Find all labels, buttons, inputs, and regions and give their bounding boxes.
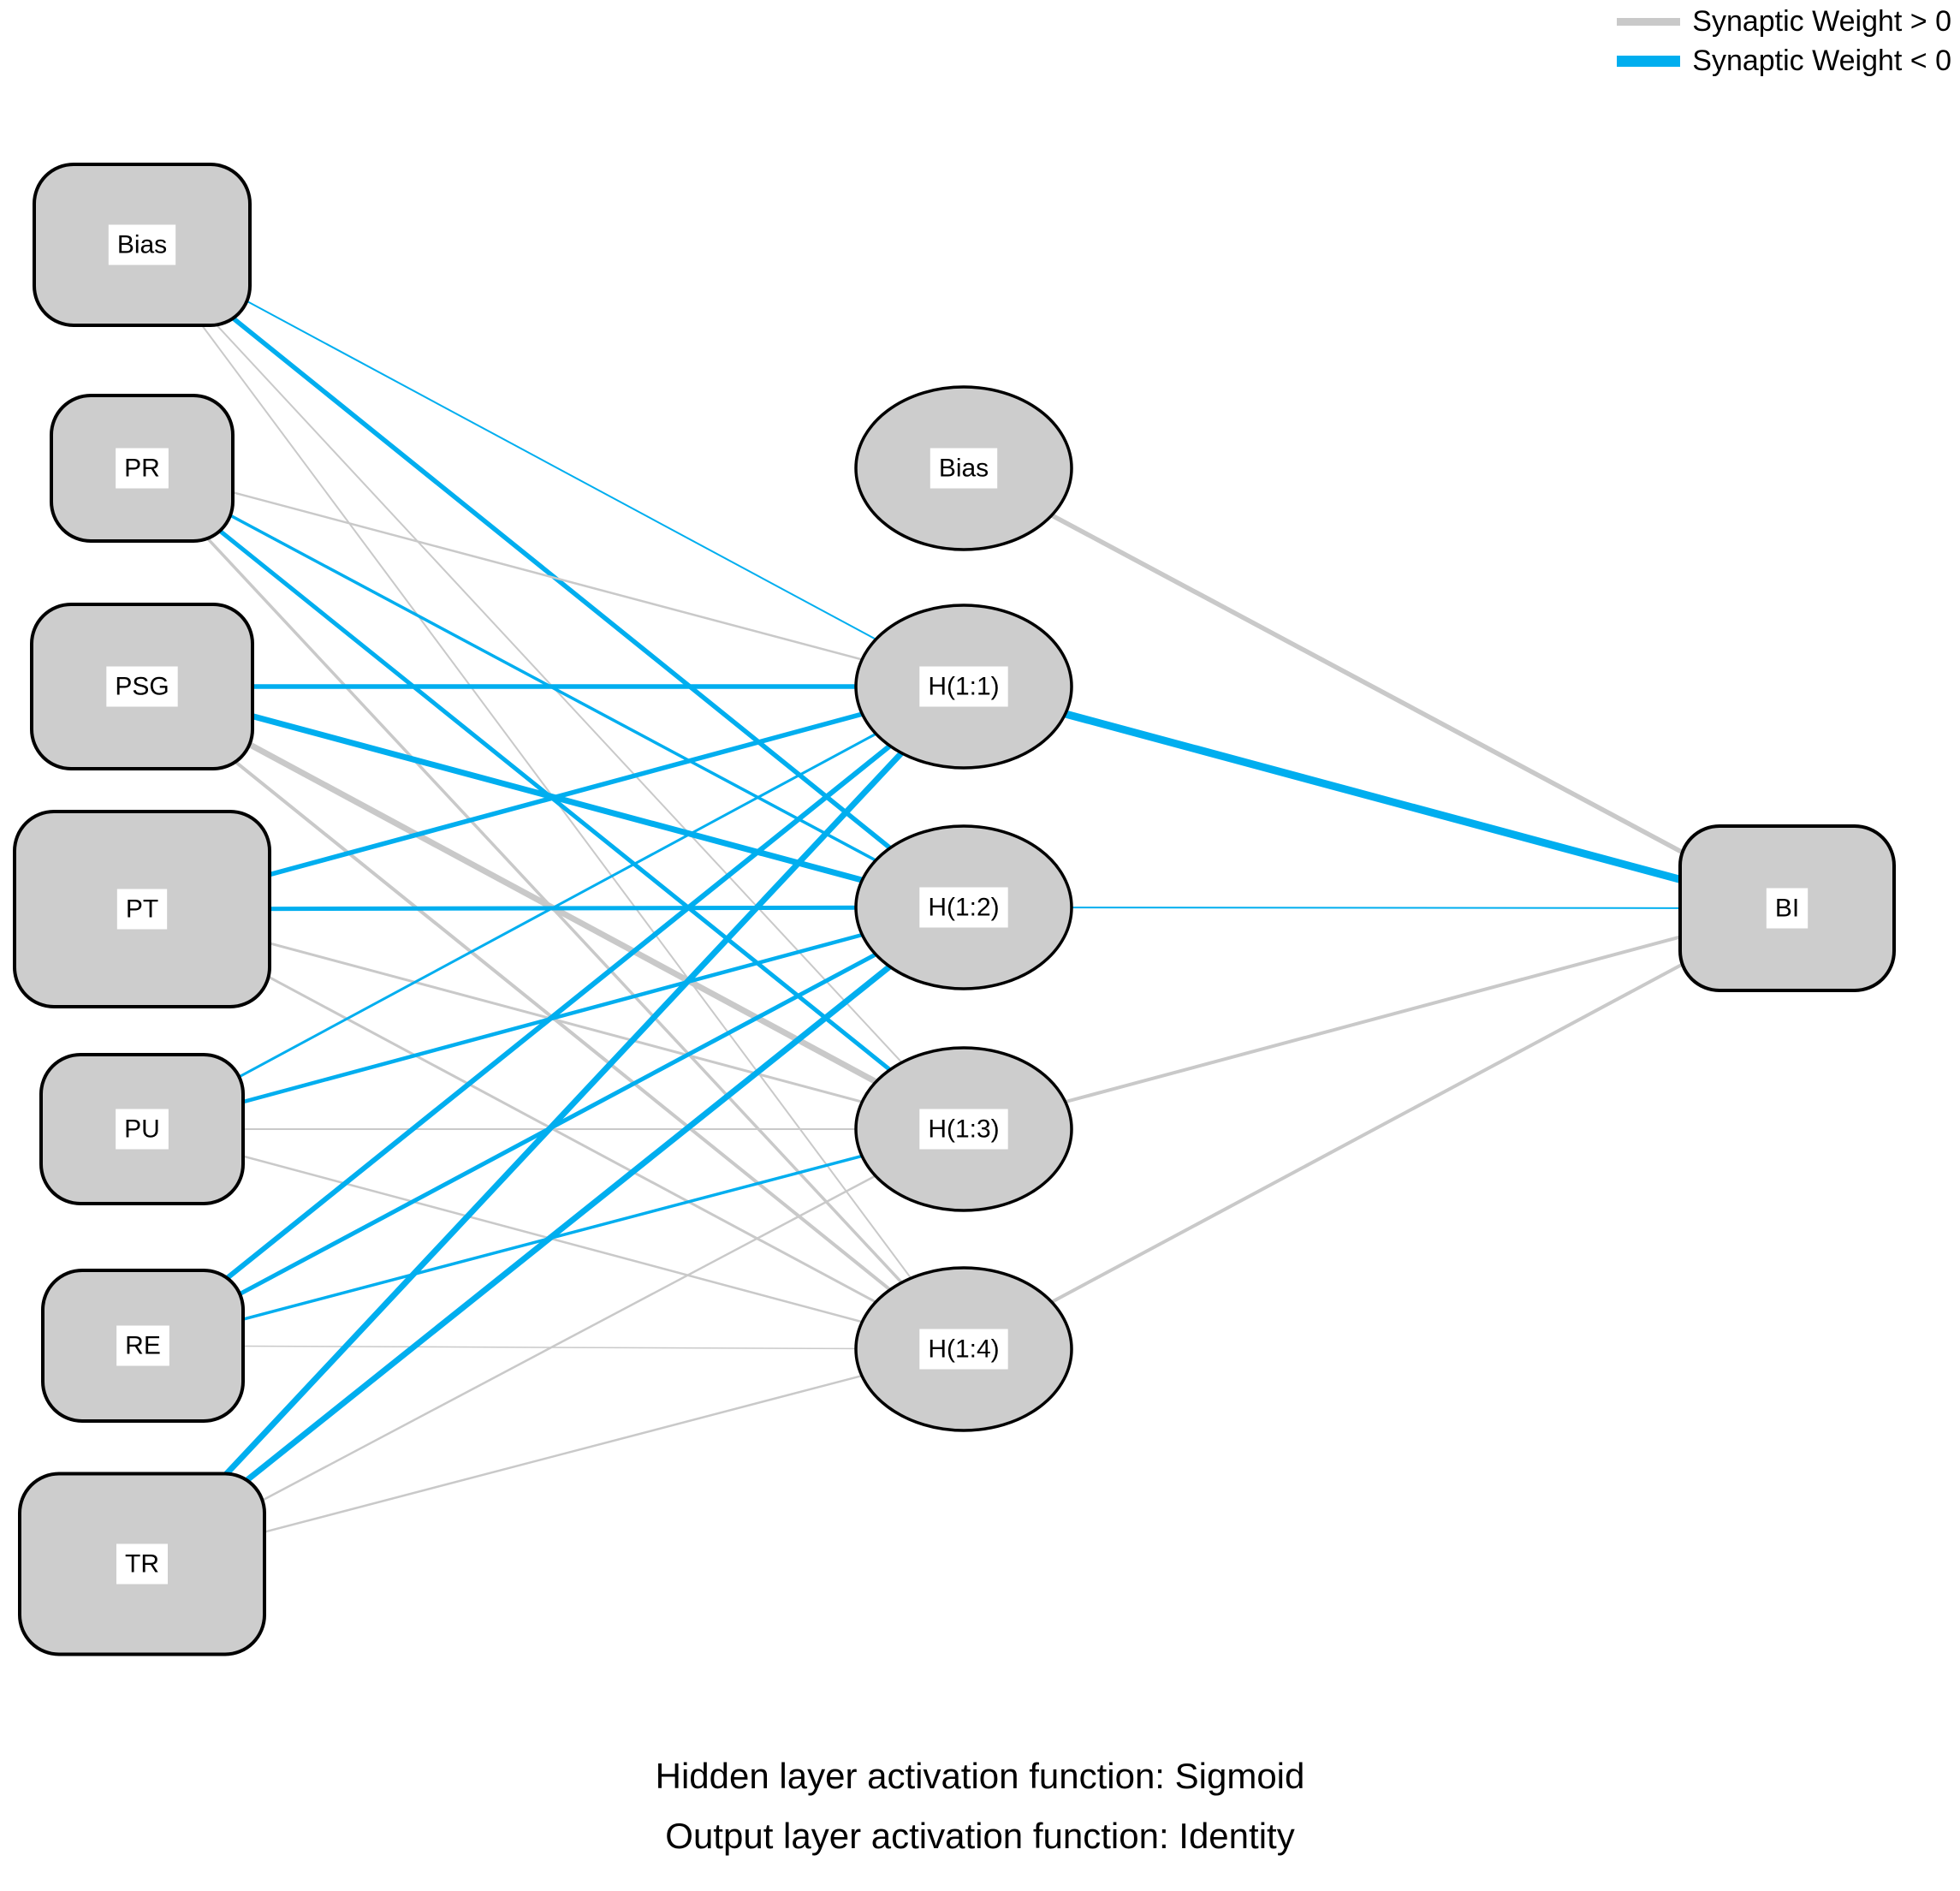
node-label-H11: H(1:1) — [928, 673, 999, 701]
node-label-bg-PU — [116, 1109, 169, 1150]
edge-H13-BI — [963, 907, 1788, 1131]
node-label-bg-TR — [116, 1543, 168, 1585]
positive-weight-swatch — [1617, 17, 1681, 26]
node-label-bg-H11 — [919, 666, 1008, 707]
edge-PR-H11 — [141, 467, 965, 688]
edge-TR-H13 — [141, 1127, 965, 1566]
node-label-H12: H(1:2) — [928, 894, 999, 922]
node-label-H14: H(1:4) — [928, 1335, 999, 1364]
node-label-PT: PT — [126, 895, 158, 924]
edge-RE-H11 — [141, 684, 965, 1348]
edge-PT-H11 — [141, 684, 965, 912]
edge-H12-BI — [963, 907, 1788, 909]
node-label-bg-H12 — [919, 887, 1008, 928]
node-label-bg-bias_in — [108, 224, 176, 265]
node-label-PSG: PSG — [115, 673, 169, 701]
edge-TR-H11 — [140, 684, 966, 1567]
edge-TR-H14 — [141, 1347, 965, 1566]
edge-PU-H11 — [141, 685, 965, 1131]
node-label-bg-PSG — [106, 666, 178, 707]
node-label-PU: PU — [124, 1115, 160, 1144]
node-label-bg-H13 — [919, 1109, 1008, 1150]
node-label-bg-H14 — [919, 1329, 1008, 1370]
edge-bias_h-BI — [962, 466, 1789, 911]
positive-weight-label: Synaptic Weight > 0 — [1692, 4, 1951, 38]
node-label-BI: BI — [1775, 895, 1799, 923]
node-label-H13: H(1:3) — [928, 1115, 999, 1144]
node-label-bg-RE — [116, 1325, 169, 1366]
node-label-bg-BI — [1766, 888, 1809, 929]
edge-bias_in-H12 — [140, 242, 965, 910]
activation-function-captions: Hidden layer activation function: Sigmoi… — [0, 1757, 1960, 1856]
legend: Synaptic Weight > 0 Synaptic Weight < 0 — [1617, 5, 1951, 77]
node-label-TR: TR — [125, 1550, 159, 1579]
node-label-bias_in: Bias — [117, 231, 167, 259]
hidden-activation-caption: Hidden layer activation function: Sigmoi… — [655, 1756, 1305, 1796]
edge-bias_in-H11 — [141, 244, 965, 687]
negative-weight-swatch — [1617, 55, 1681, 67]
edge-H11-BI — [962, 682, 1789, 913]
output-activation-caption: Output layer activation function: Identi… — [665, 1816, 1295, 1856]
node-label-bg-bias_h — [930, 448, 998, 489]
node-label-RE: RE — [125, 1332, 161, 1360]
negative-weight-label: Synaptic Weight < 0 — [1692, 44, 1951, 77]
edge-H14-BI — [963, 907, 1788, 1351]
node-label-bg-PT — [116, 889, 168, 930]
legend-row-positive: Synaptic Weight > 0 — [1617, 5, 1951, 38]
node-label-PR: PR — [124, 455, 160, 483]
edge-TR-H12 — [140, 905, 966, 1567]
node-label-bg-PR — [116, 448, 169, 489]
node-label-bias_h: Bias — [939, 455, 989, 483]
legend-row-negative: Synaptic Weight < 0 — [1617, 45, 1951, 77]
